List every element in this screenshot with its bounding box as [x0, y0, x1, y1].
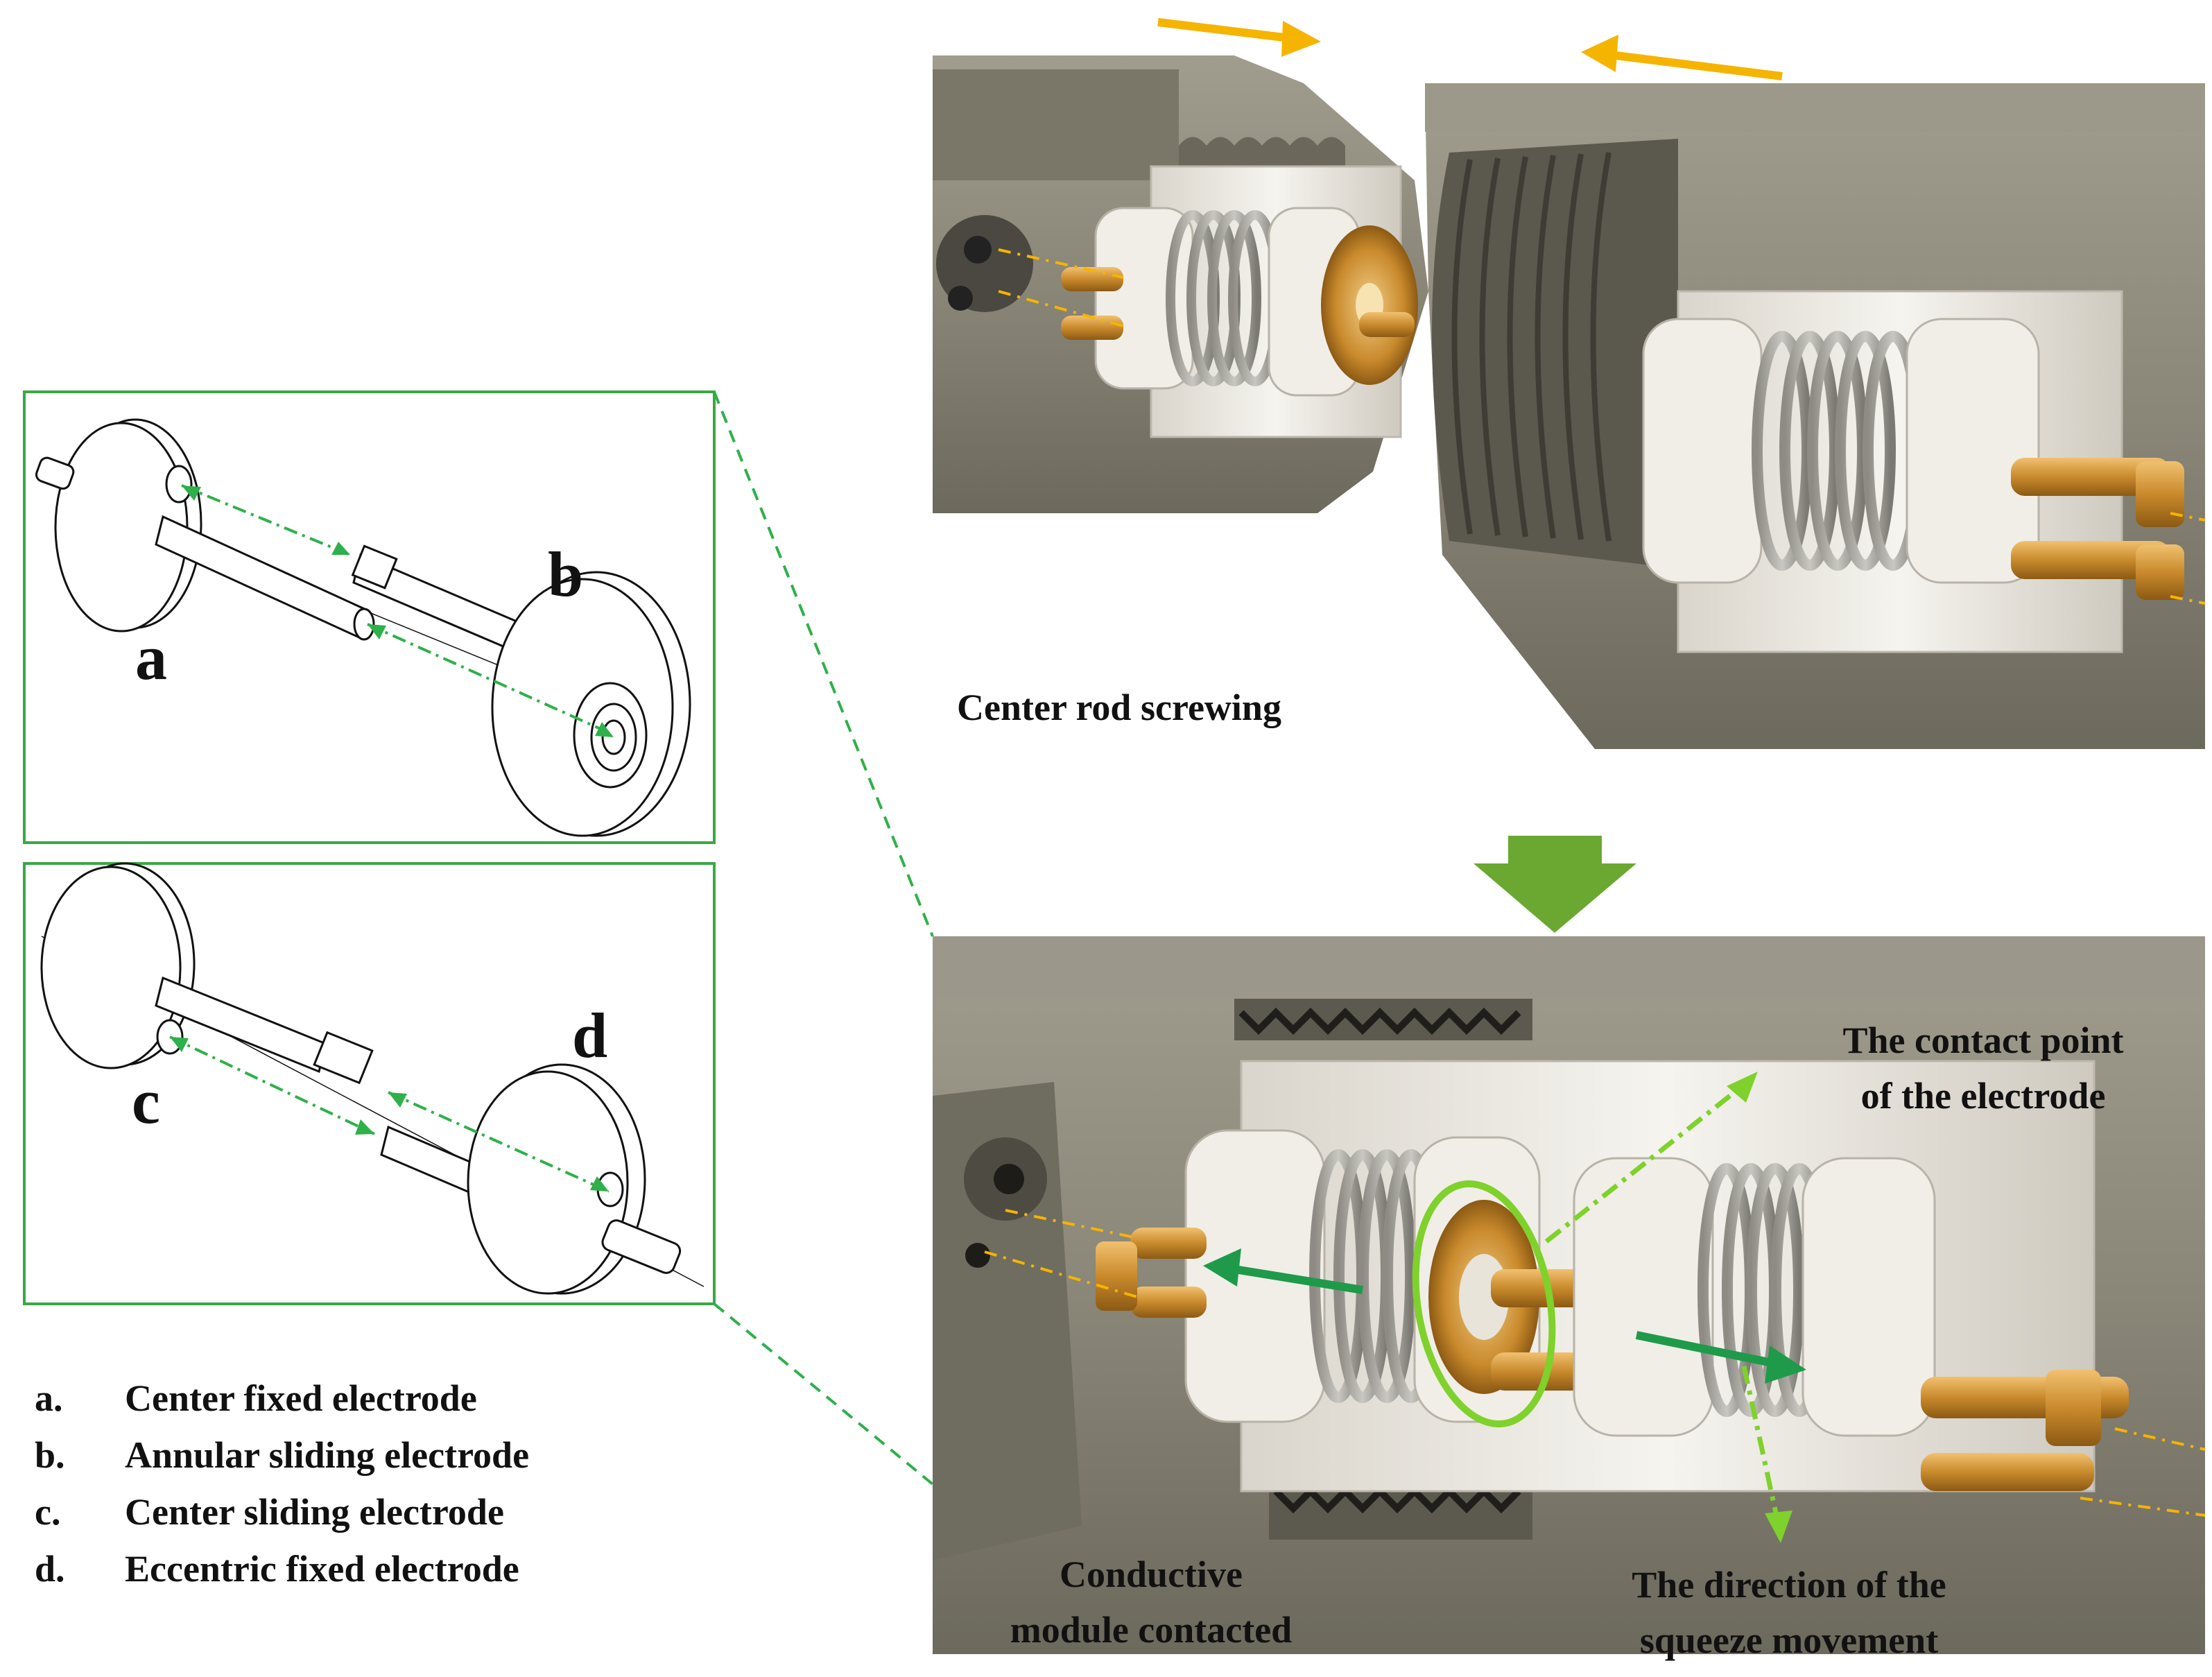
zoom-connector-bottom — [713, 1302, 934, 1486]
contact-point-highlight — [1412, 1180, 1556, 1428]
screwing-direction-arrows — [1157, 18, 1783, 80]
bottom-caption-line2: module contacted — [1010, 1609, 1293, 1651]
legend-item-c: c. Center sliding electrode — [35, 1490, 504, 1533]
squeeze-line2: squeeze movement — [1639, 1619, 1939, 1661]
label-a: a — [135, 622, 167, 693]
transition-arrow — [1474, 836, 1636, 933]
legend-text: Annular sliding electrode — [125, 1434, 530, 1476]
bottom-panel-caption: Conductive module contacted — [929, 1547, 1373, 1658]
sketch-ab-contact-arrows — [181, 484, 607, 733]
contact-point-callout: The contact point of the electrode — [1775, 1013, 2191, 1124]
legend-item-d: d. Eccentric fixed electrode — [35, 1547, 519, 1590]
bottom-caption-line1: Conductive — [1059, 1554, 1243, 1595]
legend-item-a: a. Center fixed electrode — [35, 1377, 477, 1420]
label-d: d — [572, 1000, 608, 1071]
legend-key: d. — [35, 1548, 65, 1590]
legend-text: Center sliding electrode — [125, 1491, 504, 1533]
legend-key: b. — [35, 1434, 65, 1476]
zoom-connector-top — [713, 391, 934, 937]
sketch-electrode-ab — [35, 418, 691, 837]
legend-item-b: b. Annular sliding electrode — [35, 1434, 529, 1477]
sketch-frame-ab — [23, 390, 716, 844]
legend-key: a. — [35, 1377, 63, 1419]
top-panel-caption: Center rod screwing — [957, 687, 1281, 728]
squeeze-direction-callout: The direction of the squeeze movement — [1574, 1557, 2004, 1668]
squeeze-line1: The direction of the — [1632, 1564, 1946, 1606]
sketch-cd-contact-arrows — [169, 1035, 610, 1193]
legend-key: c. — [35, 1491, 61, 1533]
legend-text: Center fixed electrode — [125, 1377, 477, 1419]
sketch-electrode-cd — [40, 862, 705, 1295]
contact-point-line2: of the electrode — [1860, 1075, 2106, 1117]
bottom-render — [933, 936, 2206, 1654]
legend-text: Eccentric fixed electrode — [125, 1548, 519, 1590]
label-c: c — [132, 1066, 160, 1137]
sketch-frame-cd — [23, 862, 716, 1305]
contact-point-line1: The contact point — [1842, 1020, 2124, 1061]
label-b: b — [548, 539, 584, 610]
top-render — [933, 55, 2206, 749]
